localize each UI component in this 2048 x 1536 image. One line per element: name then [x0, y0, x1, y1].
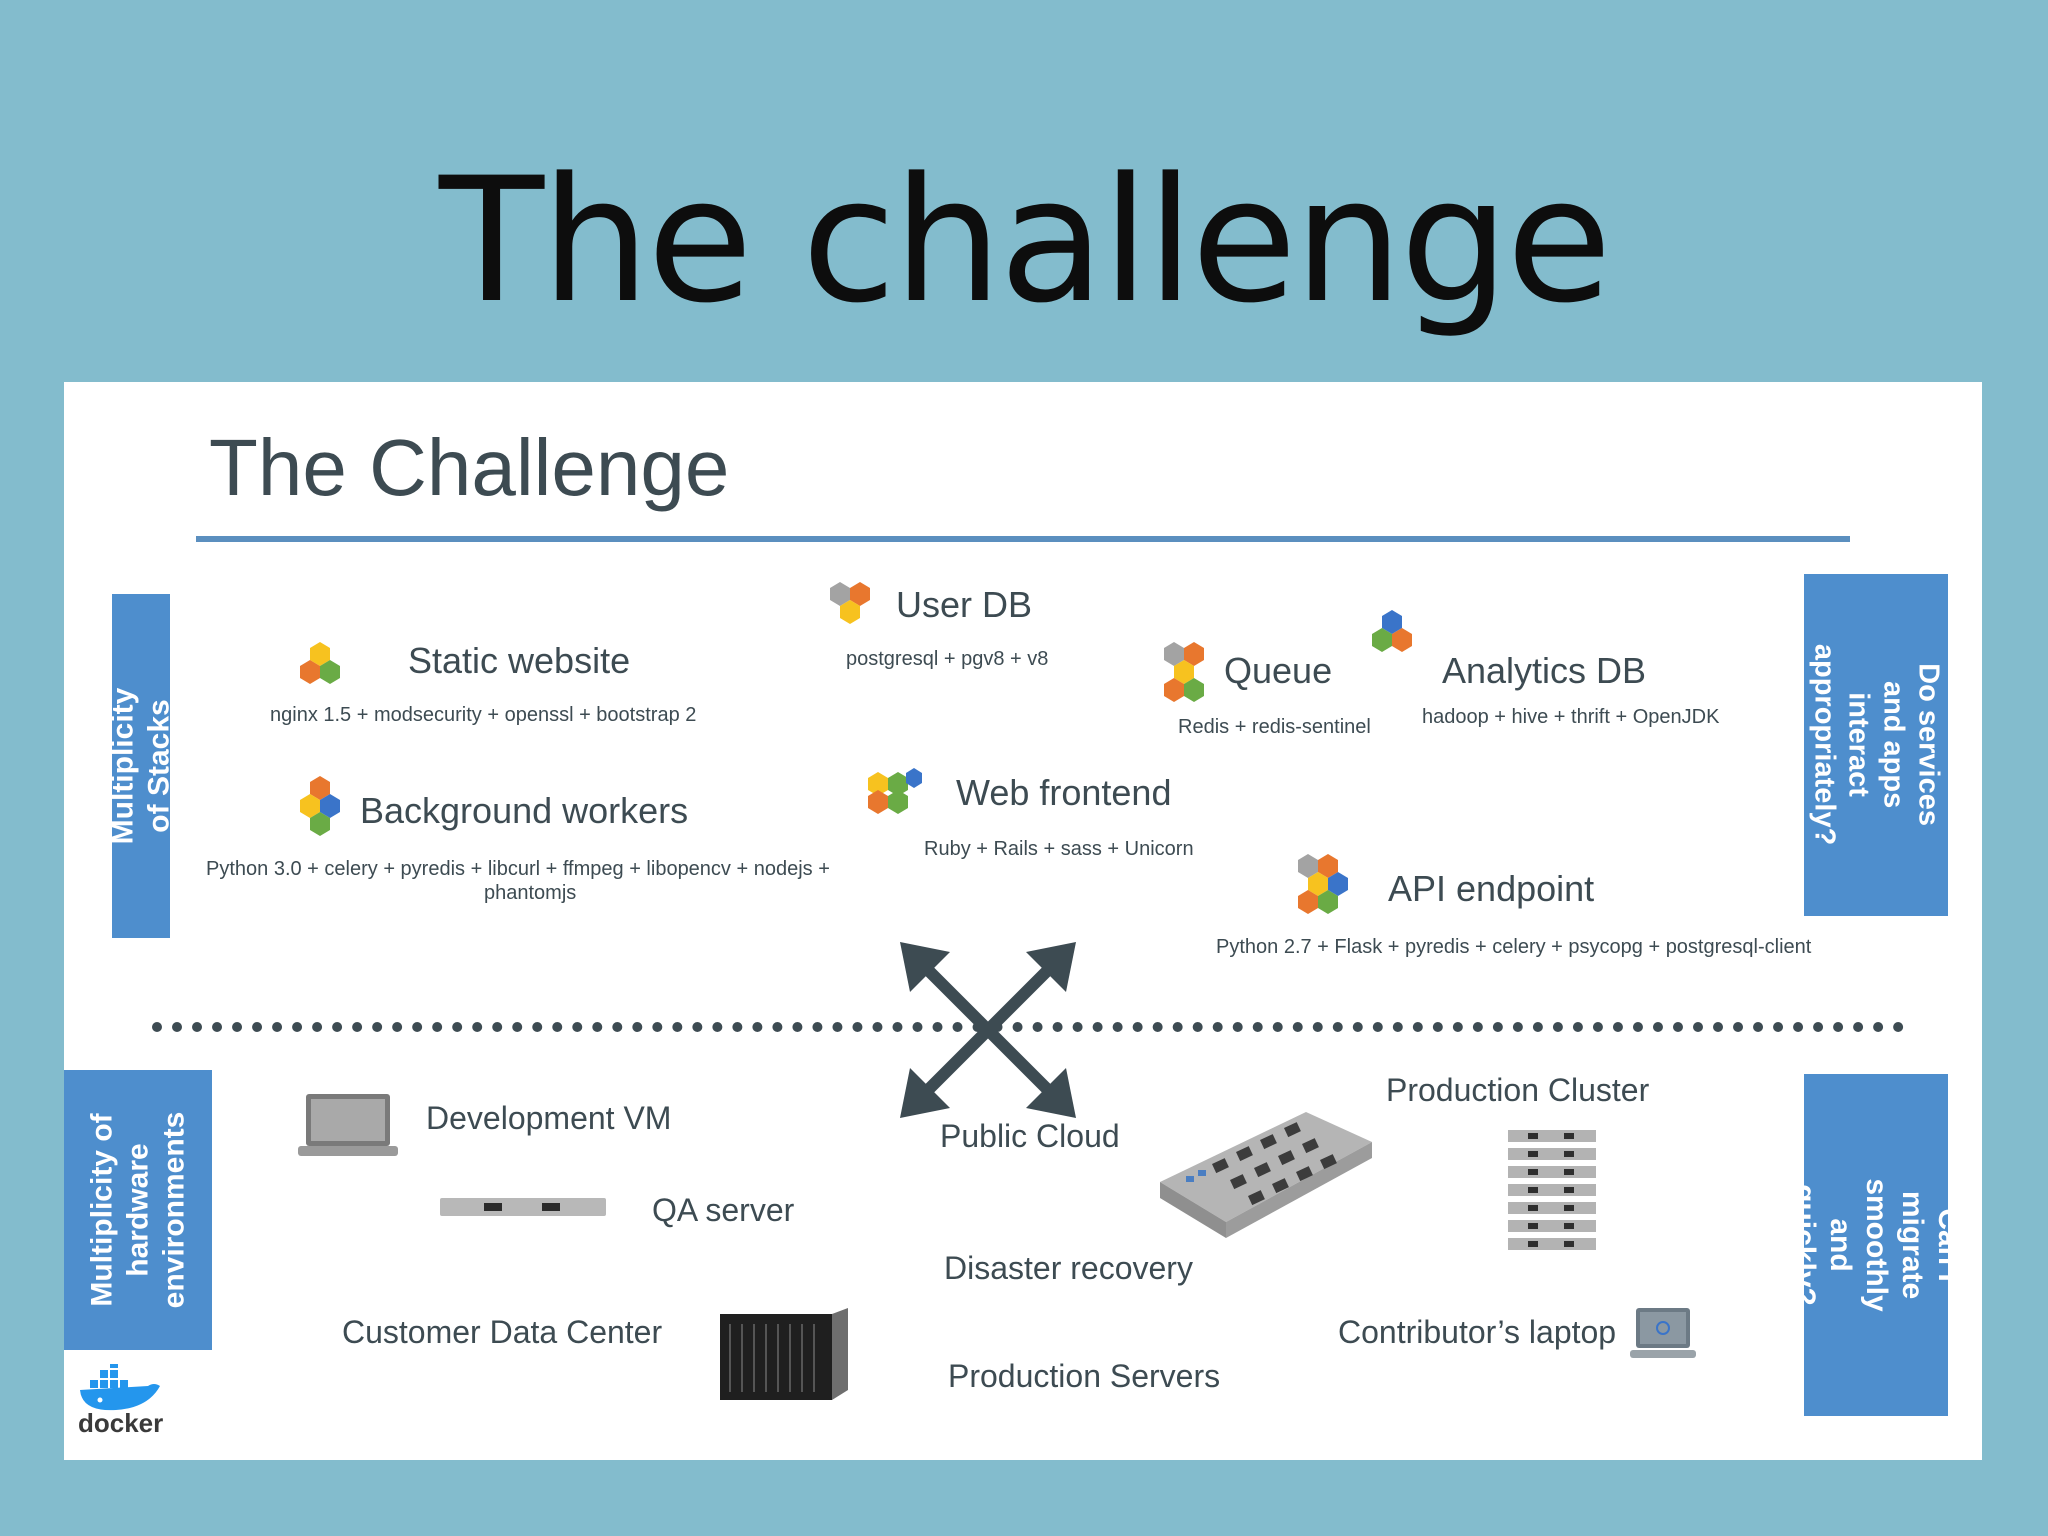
env-customer-data-center: Customer Data Center: [342, 1314, 663, 1350]
stack-name-queue: Queue: [1224, 650, 1333, 691]
slide-title: The challenge: [439, 140, 1612, 341]
stack-name-static-website: Static website: [408, 640, 631, 681]
stack-name-web-frontend: Web frontend: [956, 772, 1172, 813]
interact-side-label-box: Do services and apps interact appropriat…: [1804, 574, 1948, 916]
stack-desc-background-workers: Python 3.0 + celery + pyredis + libcurl …: [206, 858, 830, 880]
stack-desc-background-workers-cont: phantomjs: [484, 882, 577, 904]
laptop-icon: [298, 1094, 398, 1156]
stack-desc-web-frontend: Ruby + Rails + sass + Unicorn: [924, 838, 1194, 860]
stack-desc-user-db: postgresql + pgv8 + v8: [846, 648, 1049, 670]
stacks-side-label-box: Multiplicity of Stacks: [106, 594, 175, 938]
stack-hexagon-icon: [868, 768, 922, 814]
hardware-side-label-box: Multiplicity of hardware environments: [64, 1070, 212, 1350]
migrate-side-label: Can I migrate smoothly and quickly?: [1788, 1178, 1965, 1312]
stack-hexagon-icon: [830, 582, 870, 624]
blade-chassis-icon: [720, 1308, 848, 1400]
stack-name-background-workers: Background workers: [360, 790, 689, 831]
stack-hexagon-icon: [300, 642, 340, 684]
stack-name-analytics-db: Analytics DB: [1442, 650, 1647, 691]
hardware-side-label: Multiplicity of hardware environments: [85, 1111, 190, 1309]
env-disaster-recovery: Disaster recovery: [944, 1250, 1193, 1286]
server-rack-stack-icon: [1508, 1130, 1596, 1250]
stack-hexagon-icon: [300, 776, 340, 836]
crossed-arrows-icon: [900, 942, 1076, 1118]
dotted-divider: [152, 1022, 1904, 1032]
server-board-icon: [1160, 1112, 1372, 1238]
env-qa-server: QA server: [652, 1192, 795, 1228]
env-contributors-laptop: Contributor’s laptop: [1338, 1314, 1617, 1350]
docker-whale-icon: [80, 1364, 160, 1411]
stack-desc-analytics-db: hadoop + hive + thrift + OpenJDK: [1422, 706, 1720, 728]
diagram-title: The Challenge: [209, 423, 730, 512]
env-public-cloud: Public Cloud: [940, 1118, 1120, 1154]
stack-hexagon-icon: [1372, 610, 1412, 652]
interact-side-label: Do services and apps interact appropriat…: [1808, 644, 1945, 846]
migrate-side-label-box: Can I migrate smoothly and quickly?: [1788, 1074, 1965, 1416]
stack-desc-api-endpoint: Python 2.7 + Flask + pyredis + celery + …: [1216, 936, 1812, 958]
stacks-side-label: Multiplicity of Stacks: [106, 687, 176, 845]
stack-desc-static-website: nginx 1.5 + modsecurity + openssl + boot…: [270, 704, 697, 726]
stack-hexagon-icon: [1298, 854, 1348, 914]
rack-server-icon: [440, 1198, 606, 1216]
env-development-vm: Development VM: [426, 1100, 672, 1136]
env-production-servers: Production Servers: [948, 1358, 1221, 1394]
stack-name-user-db: User DB: [896, 584, 1033, 625]
title-underline: [196, 536, 1850, 542]
stack-name-api-endpoint: API endpoint: [1388, 868, 1595, 909]
stack-desc-queue: Redis + redis-sentinel: [1178, 716, 1371, 738]
docker-logo-text: docker: [78, 1408, 164, 1438]
stack-hexagon-icon: [1164, 642, 1204, 702]
diagram-panel: The Challenge Multiplicity of Stacks Mul…: [64, 382, 1982, 1460]
small-laptop-icon: [1630, 1308, 1696, 1358]
env-production-cluster: Production Cluster: [1386, 1072, 1650, 1108]
